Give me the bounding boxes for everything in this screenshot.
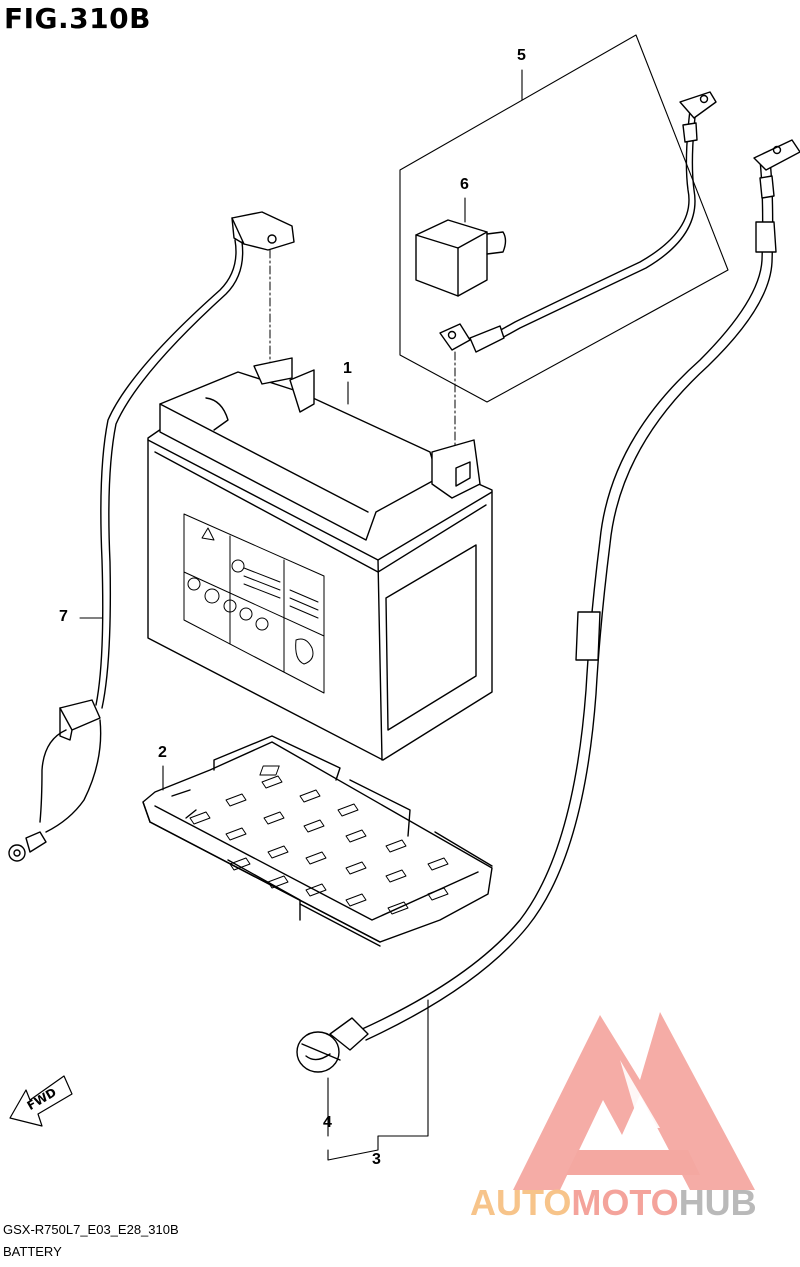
figure-title: FIG.310B xyxy=(4,2,151,35)
callout-6: 6 xyxy=(460,176,469,193)
watermark-wordmark: AUTOMOTOHUB xyxy=(470,1182,757,1224)
battery-cable-5 xyxy=(439,91,717,353)
callout-7: 7 xyxy=(59,608,68,625)
battery-warning-label xyxy=(183,513,325,694)
starter-cable-3 xyxy=(329,139,800,1051)
terminal-cap-part-4 xyxy=(296,1031,341,1073)
fwd-arrow-icon xyxy=(9,1075,73,1127)
section-name: BATTERY xyxy=(3,1244,62,1259)
callout-1: 1 xyxy=(343,360,352,377)
battery-tray-part xyxy=(142,735,493,947)
callout-2: 2 xyxy=(158,744,167,761)
watermark-hub: HUB xyxy=(678,1182,757,1223)
ground-wire-7 xyxy=(8,211,295,862)
kit-5-outline xyxy=(399,34,729,403)
callout-4: 4 xyxy=(323,1114,332,1131)
watermark-logo-icon xyxy=(513,1012,755,1190)
callout-leaders xyxy=(79,69,523,1161)
model-code: GSX-R750L7_E03_E28_310B xyxy=(3,1222,179,1237)
battery-part xyxy=(147,357,493,761)
callout-3: 3 xyxy=(372,1151,381,1168)
callout-5: 5 xyxy=(517,47,526,64)
terminal-cover-part xyxy=(415,219,507,297)
watermark-auto: AUTO xyxy=(470,1182,572,1223)
watermark-moto: MOTO xyxy=(571,1182,679,1223)
